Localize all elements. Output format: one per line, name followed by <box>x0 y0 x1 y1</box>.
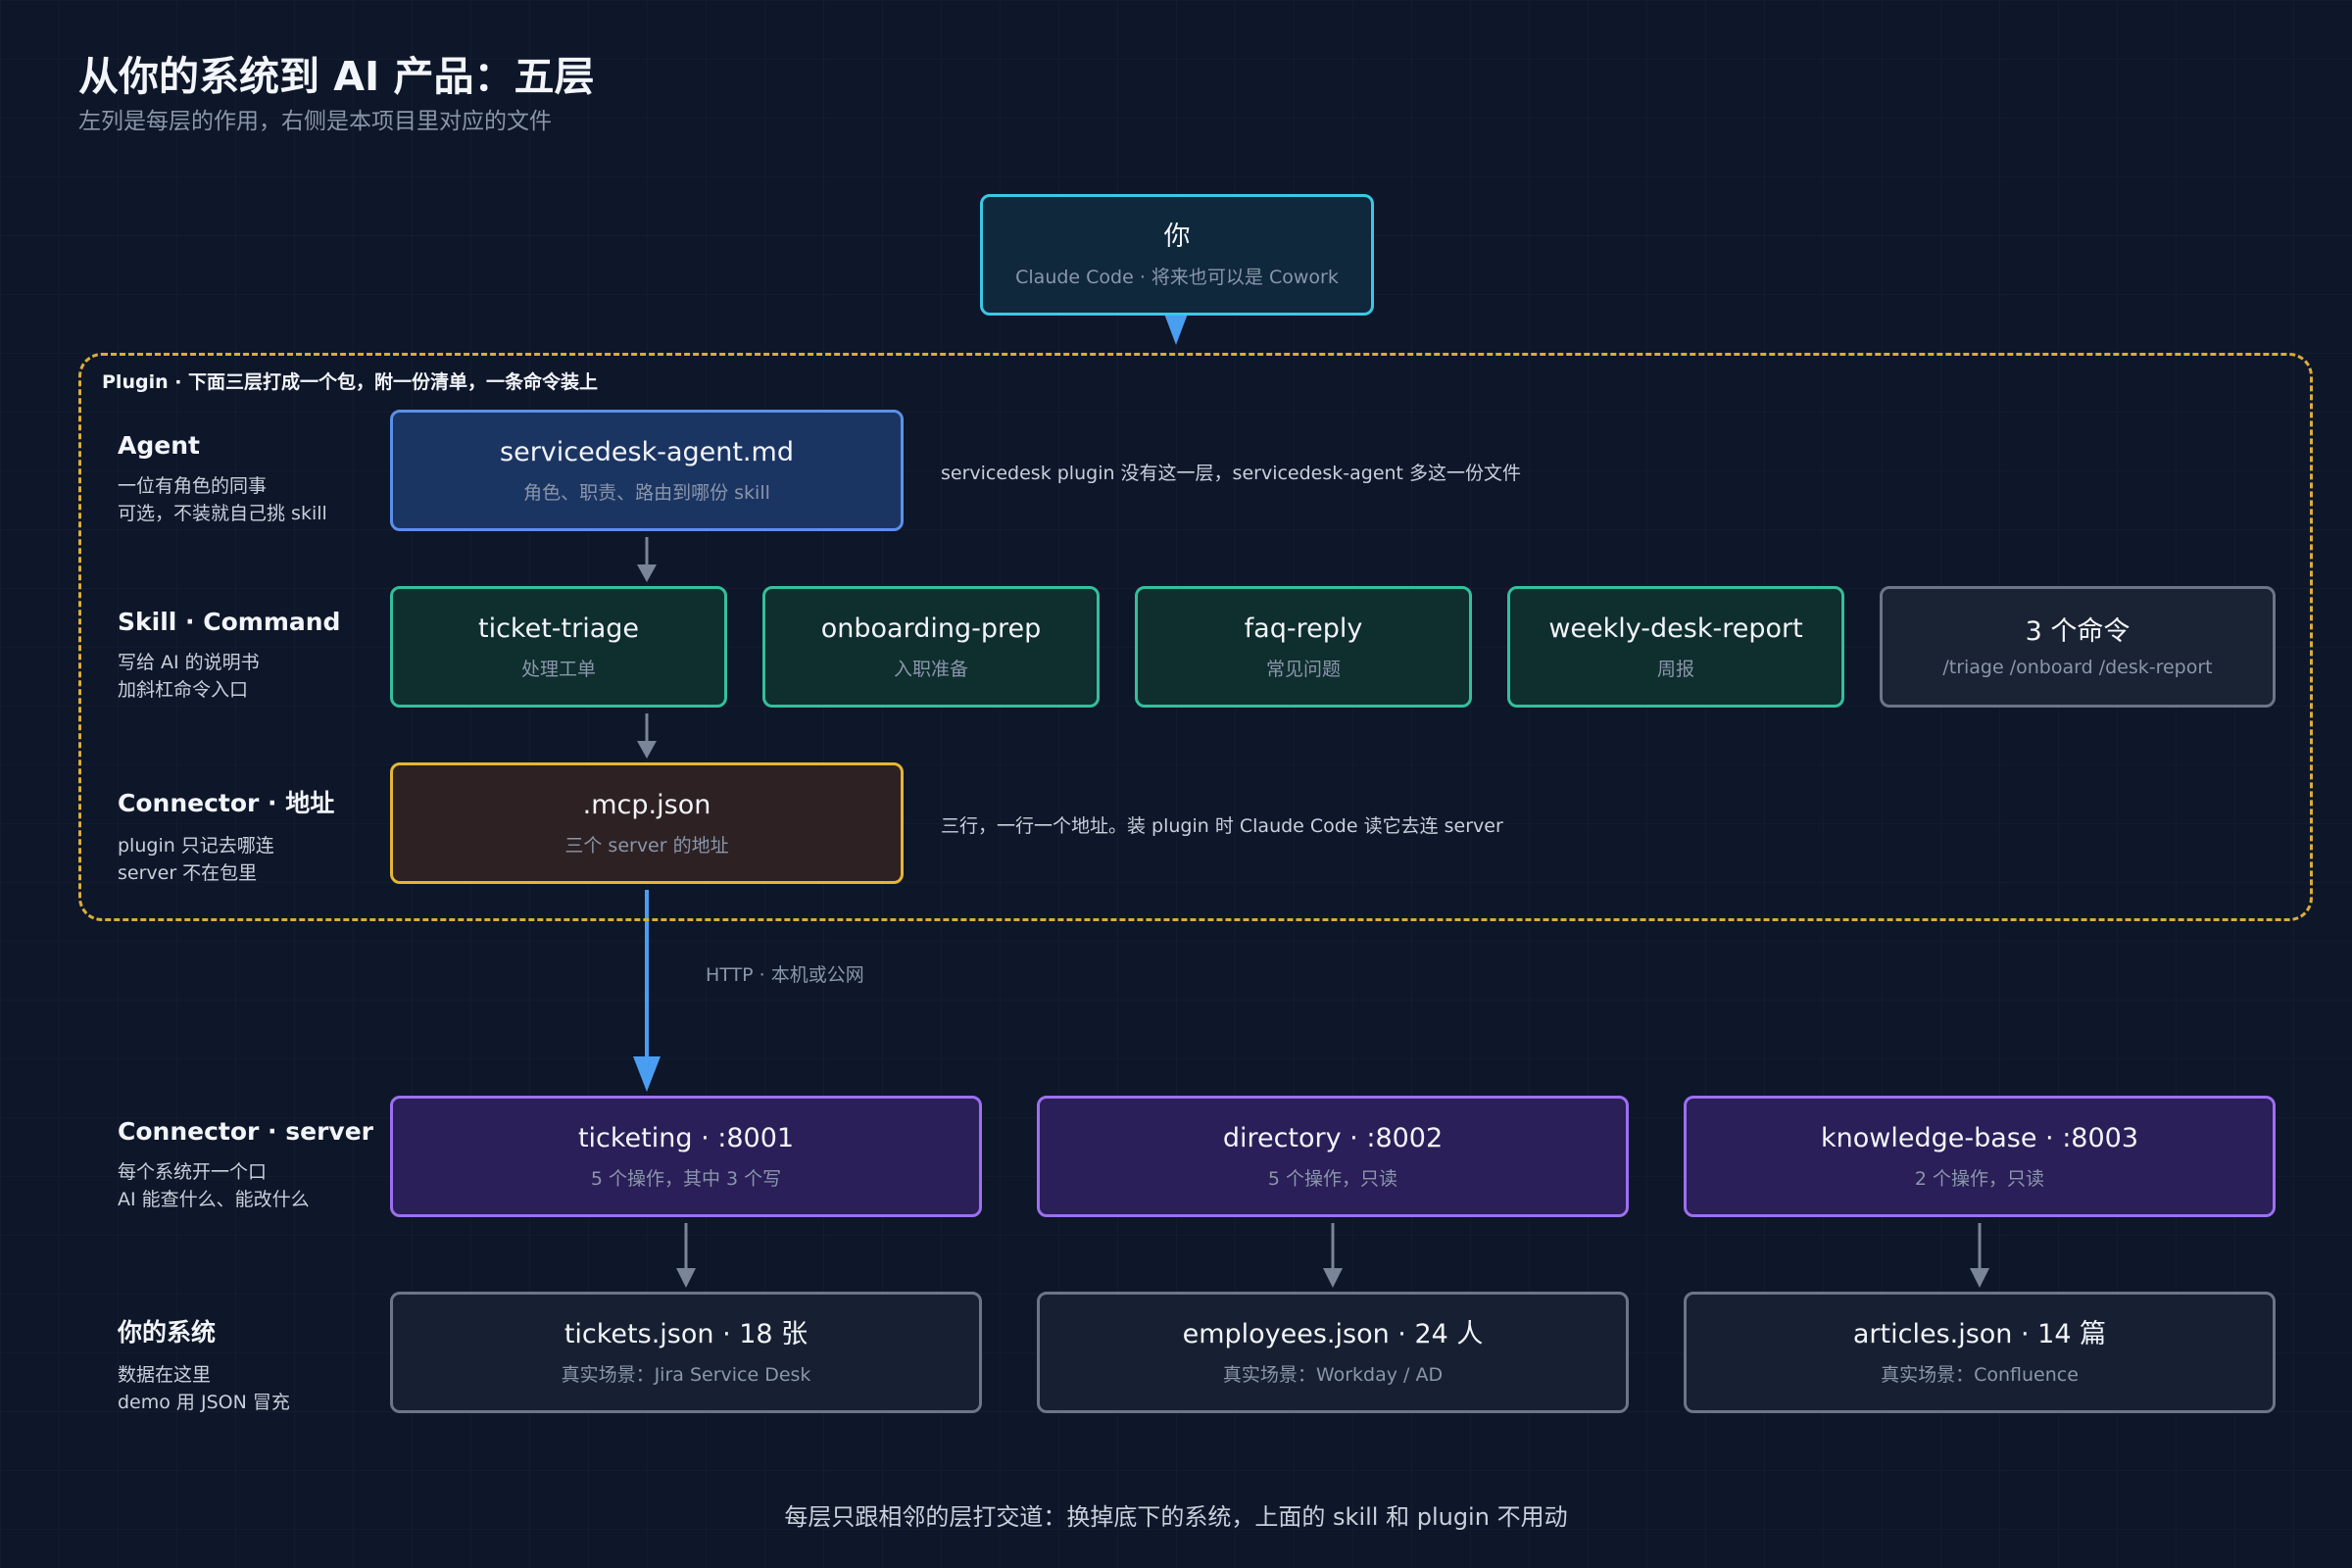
agent-box-title: servicedesk-agent.md <box>500 437 794 468</box>
server-box-title: ticketing · :8001 <box>577 1123 795 1154</box>
row-title-connector-server: Connector · server <box>118 1117 373 1146</box>
agent-box: servicedesk-agent.md 角色、职责、路由到哪份 skill <box>390 410 904 531</box>
http-label: HTTP · 本机或公网 <box>706 964 864 986</box>
mcp-box-subtitle: 三个 server 的地址 <box>564 834 729 857</box>
commands-box-subtitle: /triage /onboard /desk-report <box>1942 657 2213 679</box>
row-title-system: 你的系统 <box>118 1318 217 1347</box>
row-desc-skill-2: 加斜杠命令入口 <box>118 678 249 701</box>
row-title-skill: Skill · Command <box>118 608 341 636</box>
mcp-box-title: .mcp.json <box>582 790 711 821</box>
row-desc-skill-1: 写给 AI 的说明书 <box>118 652 260 673</box>
system-box: employees.json · 24 人 真实场景：Workday / AD <box>1037 1292 1629 1413</box>
server-box: directory · :8002 5 个操作，只读 <box>1037 1096 1629 1217</box>
system-box: tickets.json · 18 张 真实场景：Jira Service De… <box>390 1292 982 1413</box>
row-desc-connector-server-1: 每个系统开一个口 <box>118 1161 268 1183</box>
footer-note: 每层只跟相邻的层打交道：换掉底下的系统，上面的 skill 和 plugin 不… <box>784 1503 1568 1531</box>
skill-box-subtitle: 常见问题 <box>1265 658 1341 680</box>
mcp-box: .mcp.json 三个 server 的地址 <box>390 762 904 884</box>
plugin-frame <box>78 353 2313 921</box>
skill-box-title: onboarding-prep <box>820 613 1042 645</box>
server-box-title: directory · :8002 <box>1222 1123 1444 1154</box>
mcp-note: 三行，一行一个地址。装 plugin 时 Claude Code 读它去连 se… <box>941 815 1503 837</box>
server-box-subtitle: 5 个操作，其中 3 个写 <box>590 1167 782 1190</box>
agent-box-subtitle: 角色、职责、路由到哪份 skill <box>523 481 770 504</box>
server-box-subtitle: 2 个操作，只读 <box>1914 1167 2045 1190</box>
row-label-skill: Skill · Command 写给 AI 的说明书 加斜杠命令入口 <box>118 608 340 704</box>
skill-box-subtitle: 处理工单 <box>520 658 596 680</box>
arrow-you-to-plugin <box>1164 314 1188 345</box>
row-desc-system-2: demo 用 JSON 冒充 <box>118 1391 290 1413</box>
skill-box-subtitle: 周报 <box>1656 658 1694 680</box>
commands-box: 3 个命令 /triage /onboard /desk-report <box>1880 586 2276 708</box>
system-box-subtitle: 真实场景：Workday / AD <box>1222 1363 1444 1386</box>
system-box-title: articles.json · 14 篇 <box>1852 1319 2107 1350</box>
skill-box: faq-reply 常见问题 <box>1135 586 1472 708</box>
plugin-label: Plugin · 下面三层打成一个包，附一份清单，一条命令装上 <box>102 371 599 393</box>
row-desc-agent-2: 可选，不装就自己挑 skill <box>118 502 327 524</box>
agent-note: servicedesk plugin 没有这一层，servicedesk-age… <box>941 463 1522 484</box>
server-box-subtitle: 5 个操作，只读 <box>1267 1167 1398 1190</box>
row-label-agent: Agent 一位有角色的同事 可选，不装就自己挑 skill <box>118 431 327 527</box>
page-subtitle: 左列是每层的作用，右侧是本项目里对应的文件 <box>78 109 552 134</box>
row-desc-system-1: 数据在这里 <box>118 1364 212 1386</box>
page-title: 从你的系统到 AI 产品：五层 <box>78 53 595 100</box>
row-label-system: 你的系统 数据在这里 demo 用 JSON 冒充 <box>118 1313 290 1416</box>
skill-box-title: ticket-triage <box>477 613 640 645</box>
row-desc-agent-1: 一位有角色的同事 <box>118 475 268 497</box>
server-box: ticketing · :8001 5 个操作，其中 3 个写 <box>390 1096 982 1217</box>
row-title-agent: Agent <box>118 431 200 460</box>
you-node-subtitle: Claude Code · 将来也可以是 Cowork <box>1015 266 1339 288</box>
row-desc-connector-addr-2: server 不在包里 <box>118 861 258 884</box>
system-box: articles.json · 14 篇 真实场景：Confluence <box>1684 1292 2276 1413</box>
skill-box-title: weekly-desk-report <box>1548 613 1803 645</box>
system-box-title: tickets.json · 18 张 <box>564 1319 808 1350</box>
row-label-connector-server: Connector · server 每个系统开一个口 AI 能查什么、能改什么 <box>118 1117 373 1213</box>
row-desc-connector-addr-1: plugin 只记去哪连 <box>118 835 274 857</box>
row-title-connector-addr: Connector · 地址 <box>118 789 335 817</box>
skill-box: weekly-desk-report 周报 <box>1507 586 1844 708</box>
skill-box: onboarding-prep 入职准备 <box>762 586 1100 708</box>
system-box-subtitle: 真实场景：Jira Service Desk <box>561 1363 811 1386</box>
server-box: knowledge-base · :8003 2 个操作，只读 <box>1684 1096 2276 1217</box>
you-node: 你 Claude Code · 将来也可以是 Cowork <box>980 194 1374 316</box>
system-box-subtitle: 真实场景：Confluence <box>1881 1363 2079 1386</box>
row-label-connector-addr: Connector · 地址 plugin 只记去哪连 server 不在包里 <box>118 784 334 887</box>
you-node-title: 你 <box>1163 221 1191 253</box>
row-desc-connector-server-2: AI 能查什么、能改什么 <box>118 1188 310 1210</box>
system-box-title: employees.json · 24 人 <box>1182 1319 1484 1350</box>
skill-box-subtitle: 入职准备 <box>893 658 968 680</box>
commands-box-title: 3 个命令 <box>2025 615 2131 647</box>
server-box-title: knowledge-base · :8003 <box>1820 1123 2138 1154</box>
skill-box: ticket-triage 处理工单 <box>390 586 727 708</box>
skill-box-title: faq-reply <box>1244 613 1363 645</box>
